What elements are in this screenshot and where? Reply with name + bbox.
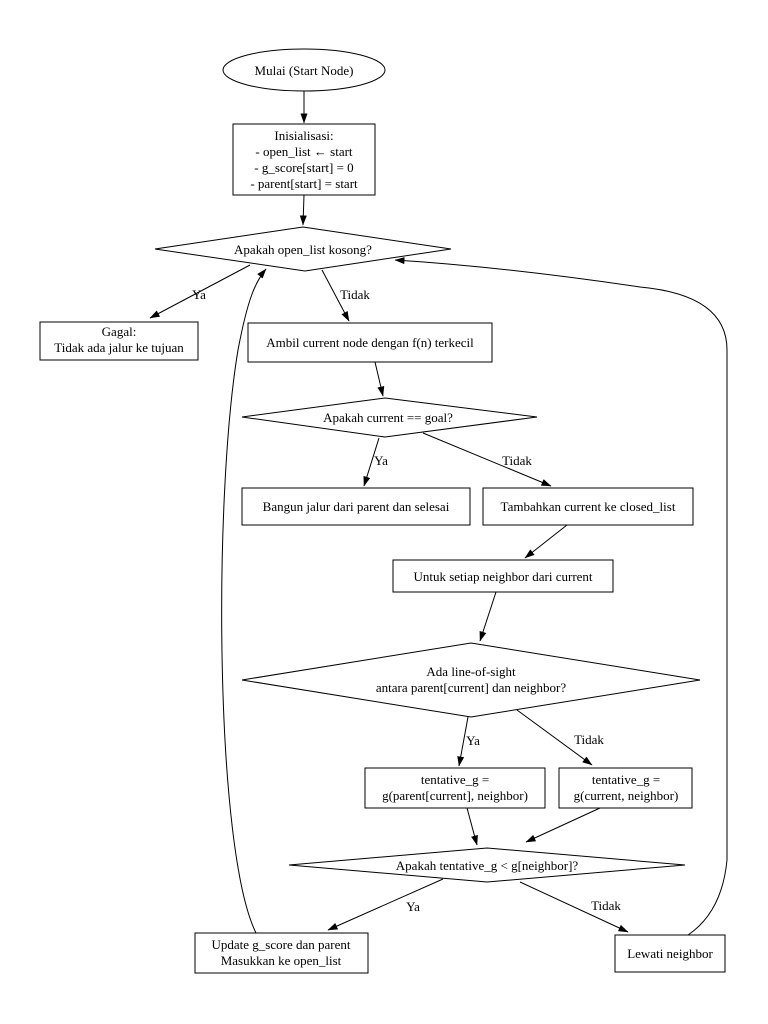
line-of-sight-shape: [241, 642, 701, 718]
init-node-line3: - g_score[start] = 0: [254, 160, 353, 175]
edge-tentative-current-to-check: [525, 807, 601, 843]
update-scores-line2: Masukkan ke open_list: [221, 953, 342, 968]
edge-pick-to-isgoal: [374, 361, 385, 397]
start-node: Mulai (Start Node): [222, 48, 386, 92]
skip-neighbor-shape: [614, 934, 726, 973]
open-list-empty-shape: [154, 226, 452, 272]
init-node: Inisialisasi: - open_list ← start - g_sc…: [232, 123, 376, 196]
is-goal-label: Apakah current == goal?: [323, 410, 453, 425]
line-of-sight-line1: Ada line-of-sight: [426, 664, 516, 679]
edge-tentative-parent-to-check: [466, 807, 478, 846]
line-of-sight-decision: Ada line-of-sight antara parent[current]…: [241, 642, 701, 718]
add-closed-label: Tambahkan current ke closed_list: [501, 499, 676, 514]
for-each-neighbor-label: Untuk setiap neighbor dari current: [413, 569, 592, 584]
edge-init-to-openlist: [299, 194, 307, 226]
skip-neighbor-node: Lewati neighbor: [614, 934, 726, 973]
fail-node-line2: Tidak ada jalur ke tujuan: [54, 340, 184, 355]
init-node-line1: Inisialisasi:: [274, 128, 333, 143]
edge-isgoal-to-build: [363, 437, 380, 487]
edge-label-goal-yes: Ya: [374, 453, 388, 468]
pick-current-label: Ambil current node dengan f(n) terkecil: [266, 335, 474, 350]
edge-openlist-to-pick: [321, 269, 350, 322]
is-goal-decision: Apakah current == goal?: [241, 397, 538, 438]
tentative-check-decision: Apakah tentative_g < g[neighbor]?: [288, 847, 686, 883]
open-list-empty-label: Apakah open_list kosong?: [234, 242, 372, 257]
edge-label-los-yes: Ya: [466, 733, 480, 748]
edge-openlist-to-fail: [149, 264, 251, 319]
add-closed-shape: [482, 487, 694, 526]
tentative-check-label: Apakah tentative_g < g[neighbor]?: [396, 858, 579, 873]
init-node-line4: - parent[start] = start: [250, 176, 358, 191]
tentative-current-line2: g(current, neighbor): [574, 788, 679, 803]
edge-label-goal-no: Tidak: [502, 453, 532, 468]
open-list-empty-decision: Apakah open_list kosong?: [154, 226, 452, 272]
init-node-shape: [232, 123, 376, 196]
edge-label-openlist-yes: Ya: [192, 287, 206, 302]
for-each-neighbor-shape: [392, 559, 614, 593]
edge-label-tentative-yes: Ya: [406, 899, 420, 914]
edge-closed-to-foreach: [524, 524, 568, 559]
edge-isgoal-to-closed: [422, 432, 552, 487]
tentative-parent-line2: g(parent[current], neighbor): [382, 788, 528, 803]
update-scores-node: Update g_score dan parent Masukkan ke op…: [194, 932, 369, 974]
tentative-parent-line1: tentative_g =: [421, 772, 489, 787]
edge-check-to-skip: [519, 881, 629, 933]
line-of-sight-line2: antara parent[current] dan neighbor?: [376, 680, 566, 695]
edge-check-to-update: [327, 878, 444, 931]
tentative-current-node: tentative_g = g(current, neighbor): [558, 767, 693, 809]
build-path-shape: [241, 487, 471, 526]
fail-node: Gagal: Tidak ada jalur ke tujuan: [39, 321, 199, 361]
fail-node-shape: [39, 321, 199, 361]
edge-los-to-tentative-current: [516, 709, 593, 766]
edge-label-tentative-no: Tidak: [591, 898, 621, 913]
edge-los-to-tentative-parent: [457, 716, 469, 767]
pick-current-shape: [247, 322, 493, 363]
tentative-current-shape: [558, 767, 693, 809]
add-closed-node: Tambahkan current ke closed_list: [482, 487, 694, 526]
edge-label-los-no: Tidak: [574, 732, 604, 747]
skip-neighbor-label: Lewati neighbor: [627, 946, 713, 961]
tentative-current-line1: tentative_g =: [592, 772, 660, 787]
build-path-label: Bangun jalur dari parent dan selesai: [263, 499, 450, 514]
update-scores-line1: Update g_score dan parent: [212, 937, 351, 952]
fail-node-line1: Gagal:: [102, 324, 137, 339]
tentative-parent-node: tentative_g = g(parent[current], neighbo…: [364, 767, 546, 809]
edge-foreach-to-los: [479, 591, 497, 642]
edge-update-loop-to-openlist: [221, 268, 267, 934]
is-goal-shape: [241, 397, 538, 438]
edge-skip-loop-to-openlist: [394, 257, 728, 936]
pick-current-node: Ambil current node dengan f(n) terkecil: [247, 322, 493, 363]
init-node-line2: - open_list ← start: [255, 144, 353, 159]
tentative-check-shape: [288, 847, 686, 883]
for-each-neighbor-node: Untuk setiap neighbor dari current: [392, 559, 614, 593]
update-scores-shape: [194, 932, 369, 974]
edge-label-openlist-no: Tidak: [340, 287, 370, 302]
tentative-parent-shape: [364, 767, 546, 809]
start-node-label: Mulai (Start Node): [255, 63, 354, 78]
build-path-node: Bangun jalur dari parent dan selesai: [241, 487, 471, 526]
